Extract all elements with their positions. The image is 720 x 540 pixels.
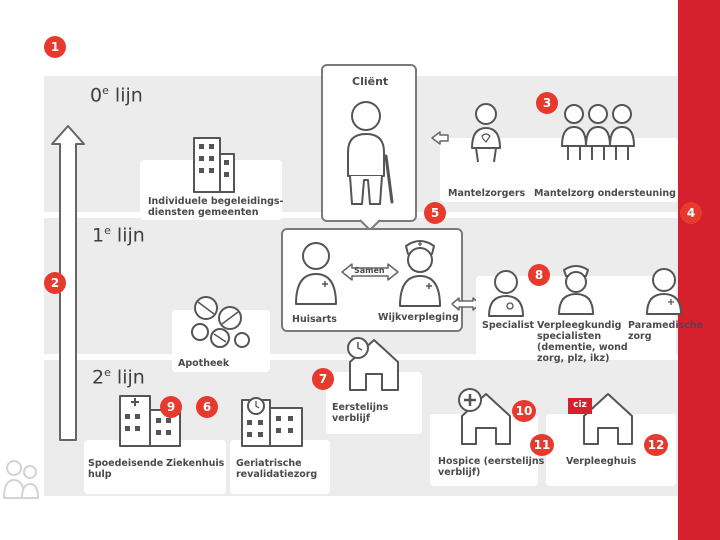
brand-side-bar bbox=[678, 0, 720, 540]
badge-5: 5 bbox=[424, 202, 446, 224]
geriatrie-label: Geriatrische revalidatiezorg bbox=[236, 458, 317, 480]
specialist-label: Specialist bbox=[482, 320, 534, 331]
verpleegkundige-person-icon bbox=[556, 260, 596, 316]
begeleiding-label: Individuele begeleidings- diensten gemee… bbox=[148, 196, 283, 218]
paramedicus-person-icon bbox=[644, 266, 684, 316]
badge-11: 11 bbox=[530, 434, 554, 456]
nurse-person-icon bbox=[396, 234, 446, 310]
label-second-lijn: 2e lijn bbox=[92, 366, 145, 388]
left-arrow-icon bbox=[430, 130, 450, 146]
verpleeghuis-label: Verpleeghuis bbox=[566, 456, 636, 467]
mantelzorg-ondersteuning-label: Mantelzorg ondersteuning bbox=[534, 188, 676, 199]
ciz-logo: ciz bbox=[568, 398, 592, 414]
samen-label: Samen bbox=[354, 266, 385, 275]
eerstelijns-label: Eerstelijns verblijf bbox=[332, 402, 388, 424]
label-zero-lijn: 0e lijn bbox=[90, 84, 143, 106]
badge-3: 3 bbox=[536, 92, 558, 114]
client-title: Cliënt bbox=[352, 76, 388, 87]
badge-7: 7 bbox=[312, 368, 334, 390]
badge-9: 9 bbox=[160, 396, 182, 418]
badge-10: 10 bbox=[512, 400, 536, 422]
badge-4: 4 bbox=[680, 202, 702, 224]
verpleegkundig-label: Verpleegkundig specialisten (dementie, w… bbox=[537, 320, 628, 364]
specialist-person-icon bbox=[486, 268, 526, 318]
ondersteuning-group-icon bbox=[558, 100, 638, 164]
badge-2: 2 bbox=[44, 272, 66, 294]
pills-icon bbox=[186, 294, 252, 350]
verpleeghuis-house-icon bbox=[578, 386, 638, 446]
mantelzorgers-label: Mantelzorgers bbox=[448, 188, 525, 199]
badge-12: 12 bbox=[644, 434, 668, 456]
geriatric-building-icon bbox=[236, 392, 308, 446]
paramedisch-label: Paramedische zorg bbox=[628, 320, 703, 342]
spoedeisende-hulp-label: Spoedeisende hulp bbox=[88, 458, 163, 480]
huisarts-person-icon bbox=[292, 240, 342, 310]
label-first-lijn: 1e lijn bbox=[92, 224, 145, 246]
wijkverpleging-label: Wijkverpleging bbox=[378, 312, 459, 323]
huisarts-label: Huisarts bbox=[292, 314, 337, 325]
badge-6: 6 bbox=[196, 396, 218, 418]
elderly-client-icon bbox=[330, 96, 410, 206]
decorative-figures-icon bbox=[0, 458, 40, 538]
hospice-label: Hospice (eerstelijns verblijf) bbox=[438, 456, 544, 478]
mantelzorger-person-icon bbox=[466, 100, 506, 164]
ziekenhuis-label: Ziekenhuis bbox=[166, 458, 224, 469]
house-clock-icon bbox=[344, 334, 404, 392]
hospice-house-icon bbox=[456, 386, 516, 446]
apotheek-label: Apotheek bbox=[178, 358, 229, 369]
municipal-building-icon bbox=[188, 134, 238, 194]
badge-8: 8 bbox=[528, 264, 550, 286]
badge-1: 1 bbox=[44, 36, 66, 58]
